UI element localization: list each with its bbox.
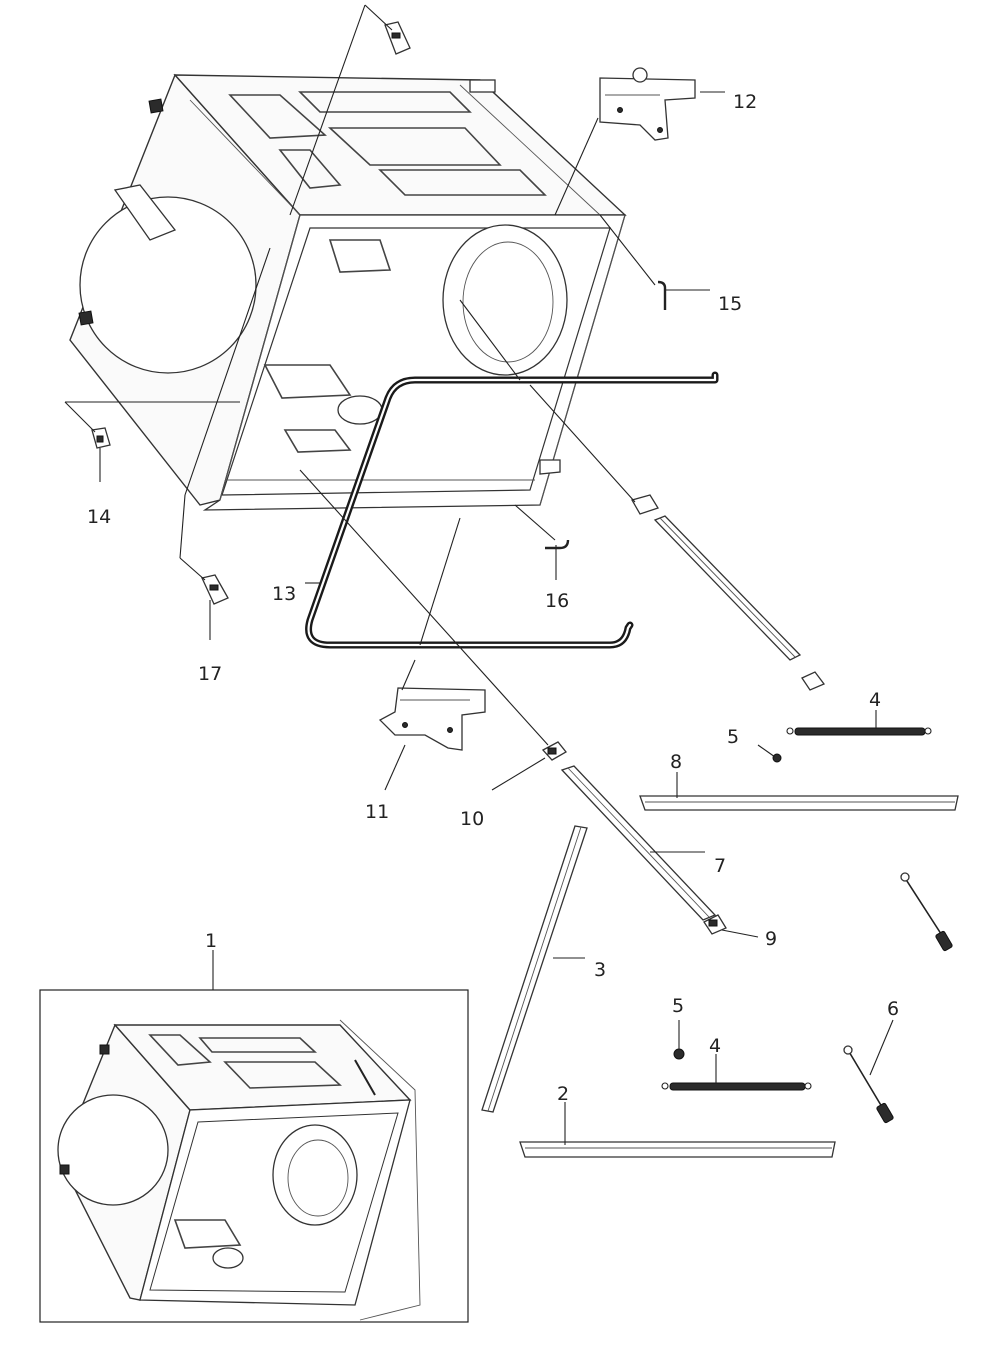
label-15: 15 <box>718 293 742 315</box>
part-17-clip <box>201 574 229 605</box>
part-14-clip <box>91 427 111 449</box>
part-15-hook <box>657 280 667 310</box>
label-16: 16 <box>545 590 569 612</box>
callout-labels: 1 2 3 4 4 5 5 6 7 8 9 10 11 12 13 14 15 … <box>87 91 899 1105</box>
door-gasket-13 <box>305 371 719 649</box>
part-5-screw-lower <box>673 1048 685 1060</box>
cabinet-assembly <box>69 73 627 511</box>
part-upper-diagonal-rail <box>653 515 802 661</box>
label-5-lower: 5 <box>672 995 684 1017</box>
part-6-cable-lower <box>843 1045 894 1124</box>
label-17: 17 <box>198 663 222 685</box>
label-3: 3 <box>594 959 606 981</box>
drum-opening <box>442 224 568 376</box>
part-4-spring-lower <box>661 1082 812 1091</box>
label-4-upper: 4 <box>869 689 881 711</box>
part-foot-upper <box>631 494 659 515</box>
part-6-cable-upper <box>900 872 953 952</box>
label-6: 6 <box>887 998 899 1020</box>
label-12: 12 <box>733 91 757 113</box>
part-4-spring-upper <box>786 727 932 736</box>
label-2: 2 <box>557 1083 569 1105</box>
part-11-bracket <box>378 687 486 751</box>
label-4-lower: 4 <box>709 1035 721 1057</box>
label-9: 9 <box>765 928 777 950</box>
label-1: 1 <box>205 930 217 952</box>
left-panel-bulge <box>79 196 257 374</box>
label-13: 13 <box>272 583 296 605</box>
part-16-hook <box>545 539 570 550</box>
part-9-foot <box>703 914 727 935</box>
part-2-rail <box>519 1141 836 1158</box>
label-11: 11 <box>365 801 389 823</box>
leader-lines <box>64 4 894 1145</box>
part-10-foot <box>541 741 567 761</box>
label-5-upper: 5 <box>727 726 739 748</box>
part-7-rail <box>560 765 717 921</box>
part-5-screw-upper <box>772 753 782 763</box>
part-8-rail <box>639 795 959 811</box>
label-8: 8 <box>670 751 682 773</box>
inset-assembled-cabinet <box>57 1019 421 1321</box>
label-7: 7 <box>714 855 726 877</box>
label-10: 10 <box>460 808 484 830</box>
label-14: 14 <box>87 506 111 528</box>
part-foot-upper-2 <box>801 671 826 691</box>
part-3-rail <box>481 825 588 1113</box>
part-12-bracket <box>599 67 696 141</box>
